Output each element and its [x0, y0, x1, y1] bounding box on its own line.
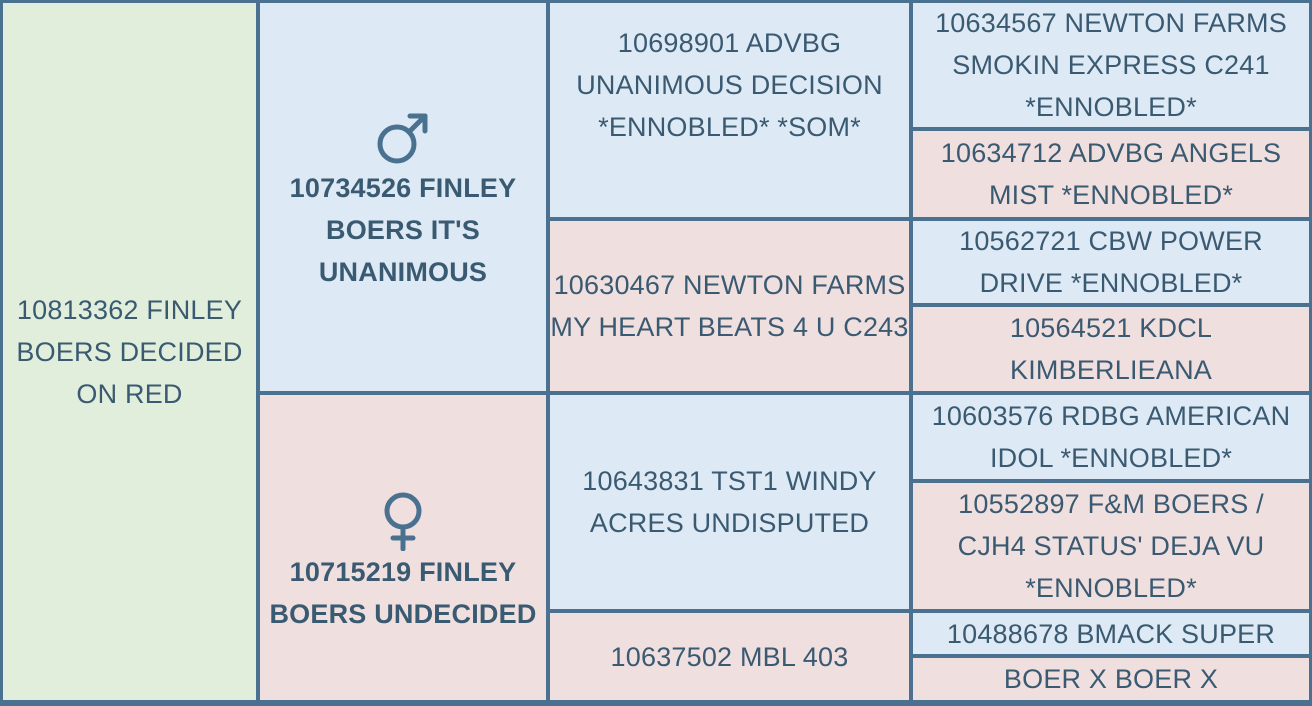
- ss-dam-name: 10634712 ADVBG ANGELS MIST *ENNOBLED*: [940, 138, 1282, 210]
- sire-cell: 10734526 FINLEY BOERS IT'S UNANIMOUS: [260, 3, 546, 391]
- ss-sire-name: 10634567 NEWTON FARMS SMOKIN EXPRESS C24…: [935, 8, 1287, 122]
- ggp-cell-8: BOER X BOER X: [913, 658, 1309, 700]
- sd-sire-name: 10562721 CBW POWER DRIVE *ENNOBLED*: [959, 226, 1263, 298]
- granddam-dam-side-cell: 10637502 MBL 403: [550, 613, 909, 700]
- ggp-cell-7: 10488678 BMACK SUPER: [913, 613, 1309, 654]
- ggp-cell-4: 10564521 KDCL KIMBERLIEANA: [913, 307, 1309, 391]
- ggp-cell-3: 10562721 CBW POWER DRIVE *ENNOBLED*: [913, 221, 1309, 303]
- subject-name: 10813362 FINLEY BOERS DECIDED ON RED: [16, 294, 243, 409]
- grandsire-sire-side-cell: 10698901 ADVBG UNANIMOUS DECISION *ENNOB…: [550, 3, 909, 217]
- dd-sire-name: 10488678 BMACK SUPER: [946, 618, 1276, 649]
- dam-name: 10715219 FINLEY BOERS UNDECIDED: [269, 556, 537, 629]
- female-symbol-icon: [384, 492, 422, 551]
- sd-dam-name: 10564521 KDCL KIMBERLIEANA: [1009, 313, 1213, 385]
- ds-sire-name: 10603576 RDBG AMERICAN IDOL *ENNOBLED*: [931, 401, 1291, 473]
- dam-dam-name: 10637502 MBL 403: [610, 641, 849, 672]
- male-symbol-icon: [377, 113, 428, 164]
- dam-sire-name: 10643831 TST1 WINDY ACRES UNDISPUTED: [582, 466, 877, 538]
- ds-dam-name: 10552897 F&M BOERS / CJH4 STATUS' DEJA V…: [957, 489, 1265, 603]
- sire-name: 10734526 FINLEY BOERS IT'S UNANIMOUS: [289, 173, 517, 287]
- granddam-sire-side-cell: 10630467 NEWTON FARMS MY HEART BEATS 4 U…: [550, 221, 909, 391]
- sire-dam-name: 10630467 NEWTON FARMS MY HEART BEATS 4 U…: [550, 270, 909, 342]
- sire-sire-name: 10698901 ADVBG UNANIMOUS DECISION *ENNOB…: [576, 28, 883, 142]
- ggp-cell-1: 10634567 NEWTON FARMS SMOKIN EXPRESS C24…: [913, 3, 1309, 127]
- subject-cell: 10813362 FINLEY BOERS DECIDED ON RED: [3, 3, 256, 700]
- dam-cell: 10715219 FINLEY BOERS UNDECIDED: [260, 395, 546, 700]
- ggp-cell-5: 10603576 RDBG AMERICAN IDOL *ENNOBLED*: [913, 395, 1309, 479]
- grandsire-dam-side-cell: 10643831 TST1 WINDY ACRES UNDISPUTED: [550, 395, 909, 609]
- dd-dam-name: BOER X BOER X: [1003, 664, 1219, 694]
- ggp-cell-6: 10552897 F&M BOERS / CJH4 STATUS' DEJA V…: [913, 483, 1309, 609]
- ggp-cell-2: 10634712 ADVBG ANGELS MIST *ENNOBLED*: [913, 131, 1309, 217]
